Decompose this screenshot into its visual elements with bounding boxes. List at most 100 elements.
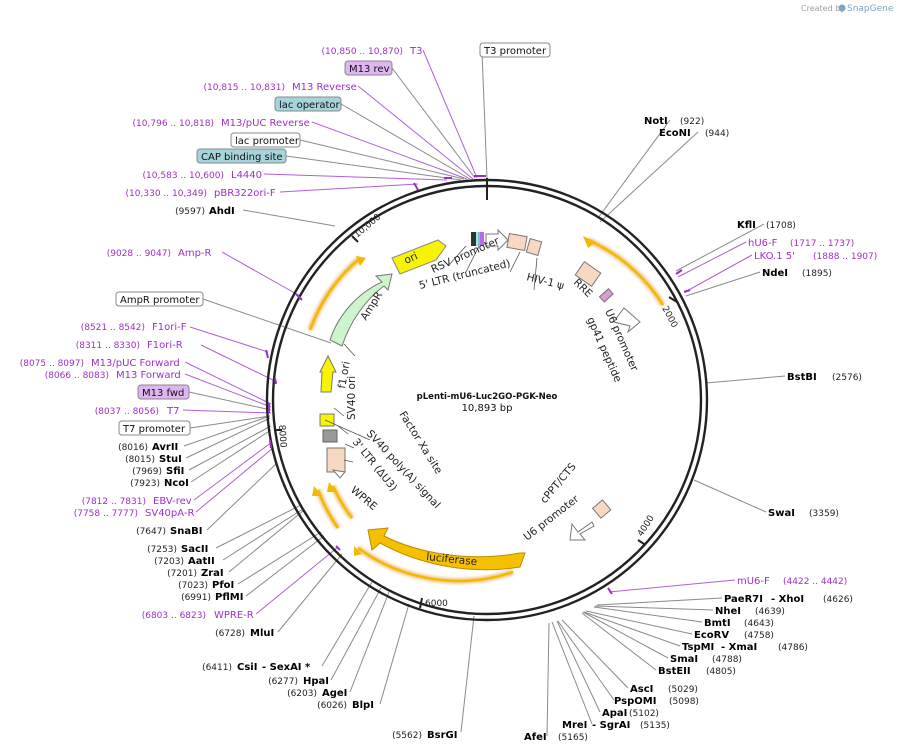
site-pspomi-name: PspOMI [614, 696, 656, 707]
site-sacii-pos: (7253) [147, 545, 177, 555]
site-mrei-pos: (5135) [640, 721, 670, 731]
site-afei-pos: (5165) [558, 733, 588, 743]
site-csii-pos: (6411) [202, 663, 232, 673]
site-mlui-name: MluI [250, 628, 274, 639]
badge-ampr-promoter-label: AmpR promoter [120, 295, 200, 306]
site-bsrgi-name: BsrGI [427, 730, 457, 741]
primer-ebv-rev-range: (7812 .. 7831) [82, 497, 146, 507]
primer-m13-reverse-range: (10,815 .. 10,831) [204, 83, 285, 93]
primer-l4440-range: (10,583 .. 10,600) [143, 171, 224, 181]
site-ecorv-name: EcoRV [694, 630, 729, 641]
tick-label-2000: 2000 [659, 305, 679, 330]
primer-t3-range: (10,850 .. 10,870) [322, 47, 403, 57]
primer-m13-puc-reverse-range: (10,796 .. 10,818) [133, 119, 214, 129]
site-kfli-pos: (1708) [766, 221, 796, 231]
feature-label-sv40-ori: SV40 ori [346, 376, 358, 420]
site-aatii-name: AatII [188, 556, 215, 567]
created-by-label: Created by [801, 4, 845, 13]
gp41-peptide-block [598, 288, 614, 303]
primer-mu6-f-range: (4422 .. 4442) [783, 577, 847, 587]
leader-lines [182, 49, 786, 737]
ampr-arrow [329, 273, 393, 347]
snapgene-logo-icon [838, 4, 846, 12]
cppt-cts-block [591, 499, 612, 519]
site-bstbi-name: BstBI [787, 372, 817, 383]
f1-ori-arrow [319, 354, 337, 393]
site-snabi-pos: (7647) [136, 527, 166, 537]
site-blpi-pos: (6026) [317, 701, 347, 711]
site-sacii-name: SacII [181, 544, 208, 555]
inner-leaders [324, 245, 538, 463]
plasmid-name: pLenti-mU6-Luc2GO-PGK-Neo [417, 392, 558, 402]
u6-promoter-arc [587, 238, 665, 306]
primer-l4440-name: L4440 [231, 170, 262, 181]
site-tspmi-pos: (4786) [778, 643, 808, 653]
badge-lac-promoter-label: lac promoter [235, 136, 300, 147]
primer-sv40pa-r-range: (7758 .. 7777) [74, 509, 138, 519]
site-agei-name: AgeI [322, 688, 347, 699]
feature-label-ori: ori [402, 250, 419, 267]
left-site-labels: (9597) AhdI (8016) AvrII (8015) StuI (79… [74, 206, 458, 741]
site-ecorv-pos: (4758) [744, 631, 774, 641]
primer-m13-forward-name: M13 Forward [116, 370, 181, 381]
tick-label-6000: 6000 [425, 599, 448, 609]
site-zrai-name: ZraI [201, 568, 224, 579]
primer-f1ori-f-range: (8521 .. 8542) [81, 323, 145, 333]
luciferase-arrow [367, 527, 526, 571]
primer-ebv-rev-name: EBV-rev [153, 496, 192, 507]
site-noti-pos: (922) [680, 117, 704, 127]
site-mlui-pos: (6728) [215, 629, 245, 639]
plasmid-size: 10,893 bp [462, 403, 513, 414]
primer-amp-r-name: Amp-R [178, 248, 212, 259]
site-hpai-pos: (6277) [268, 677, 298, 687]
orange-feature-arcs [307, 236, 666, 584]
site-econi-name: EcoNI [659, 128, 691, 139]
u6-promoter-arrow-bottom [569, 521, 595, 541]
primer-f1ori-r-range: (8311 .. 8330) [76, 341, 140, 351]
primer-m13-puc-reverse-name: M13/pUC Reverse [221, 118, 310, 129]
site-blpi-name: BlpI [352, 700, 374, 711]
badge-m13-fwd [137, 384, 190, 400]
site-asci-name: AscI [630, 684, 653, 695]
site-ncoi-pos: (7923) [130, 479, 160, 489]
site-paer7i-name: PaeR7I [724, 594, 763, 605]
badge-lac-promoter [230, 132, 301, 148]
feature-badges: T3 promoter M13 rev lac operator lac pro… [115, 42, 551, 436]
primer-f1ori-r-name: F1ori-R [147, 340, 183, 351]
site-smai-name: SmaI [670, 654, 698, 665]
primer-sv40pa-r-name: SV40pA-R [145, 508, 194, 519]
badge-t3-promoter [479, 42, 551, 58]
orange-arc-bottom [357, 546, 514, 583]
site-swai-name: SwaI [768, 508, 795, 519]
badge-lac-operator-label: lac operator [279, 100, 340, 111]
site-xmai-name: - XmaI [721, 642, 757, 653]
site-aatii-pos: (7203) [154, 557, 184, 567]
site-pflmi-name: PflMI [215, 592, 243, 603]
primer-amp-r-range: (9028 .. 9047) [107, 249, 171, 259]
site-bsteii-pos: (4805) [706, 667, 736, 677]
primer-m13-reverse-name: M13 Reverse [292, 82, 357, 93]
site-zrai-pos: (7201) [167, 569, 197, 579]
site-stui-name: StuI [159, 454, 182, 465]
site-bmti-name: BmtI [704, 618, 731, 629]
right-site-labels: NotI (922) EcoNI (944) KflI (1708) hU6-F… [524, 116, 877, 743]
site-xhoi-name: - XhoI [771, 594, 804, 605]
site-csii-name: CsiI [237, 662, 257, 673]
sv40-polya-block [322, 429, 338, 443]
lac-feature-bars [471, 232, 484, 246]
wpre-arrow [331, 469, 346, 479]
orange-arc-left-1 [316, 489, 340, 529]
primer-hu6-f-name: hU6-F [748, 238, 778, 249]
primer-t3-name: T3 [409, 46, 422, 57]
site-paer7i-pos: (4626) [823, 595, 853, 605]
badge-cap-binding-site-label: CAP binding site [201, 152, 283, 163]
site-sgrai-name: - SgrAI [592, 720, 630, 731]
site-kfli-name: KflI [737, 220, 756, 231]
site-bsteii-name: BstEII [658, 666, 691, 677]
site-afei-name: AfeI [524, 732, 547, 743]
site-bsrgi-pos: (5562) [392, 731, 422, 741]
primer-m13-puc-forward-range: (8075 .. 8097) [20, 359, 84, 369]
site-nhei-name: NheI [715, 606, 741, 617]
site-apai-pos: (5102) [629, 709, 659, 719]
